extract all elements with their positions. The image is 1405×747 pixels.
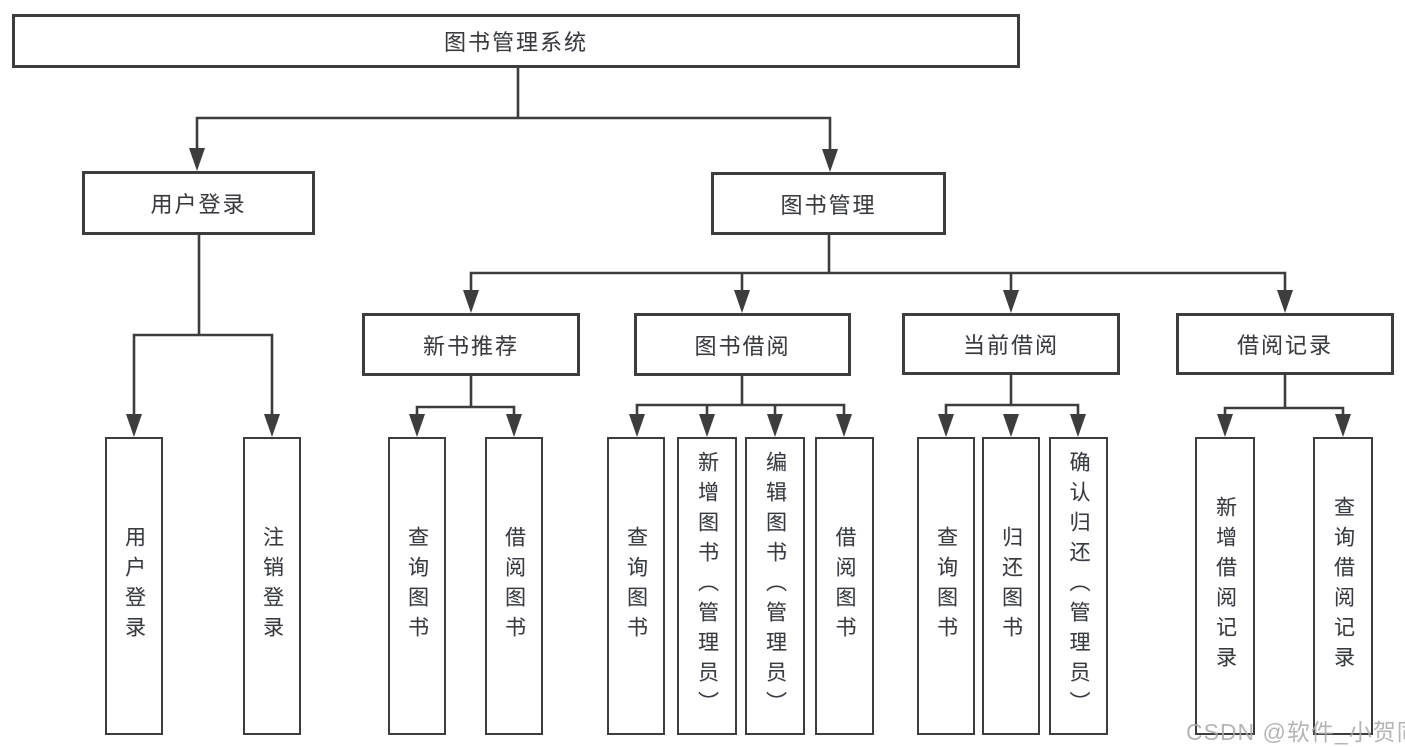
leaf-cb-query-books-label: 查询图书: [934, 526, 958, 646]
leaf-cb-return-books: 归还图书: [982, 437, 1040, 735]
leaf-cb-confirm-return-admin: 确认归还（管理员）: [1049, 437, 1108, 735]
leaf-user-login-label: 用户登录: [122, 526, 146, 646]
leaf-bb-add-books-admin-label: 新增图书（管理员）: [695, 451, 719, 721]
leaf-bb-borrow-books-label: 借阅图书: [833, 526, 856, 646]
node-new-book-recommend-label: 新书推荐: [422, 333, 519, 359]
leaf-cb-confirm-return-admin-label: 确认归还（管理员）: [1067, 451, 1090, 721]
node-user-login: 用户登录: [82, 171, 315, 235]
leaf-nb-query-books-label: 查询图书: [405, 526, 429, 646]
node-current-borrow: 当前借阅: [902, 313, 1120, 375]
leaf-nb-borrow-books-label: 借阅图书: [502, 526, 526, 646]
node-new-book-recommend: 新书推荐: [362, 313, 580, 376]
node-user-login-label: 用户登录: [150, 192, 247, 217]
leaf-bb-query-books-label: 查询图书: [624, 526, 648, 646]
leaf-bb-query-books: 查询图书: [607, 437, 665, 735]
leaf-nb-query-books: 查询图书: [388, 437, 446, 735]
node-root: 图书管理系统: [12, 14, 1020, 68]
node-borrow-records-label: 借阅记录: [1236, 333, 1333, 358]
node-borrow-records: 借阅记录: [1176, 313, 1394, 375]
csdn-watermark: CSDN @软件_小贺同学: [1186, 719, 1405, 745]
leaf-br-query-record-label: 查询借阅记录: [1331, 496, 1355, 676]
leaf-bb-edit-books-admin: 编辑图书（管理员）: [745, 437, 805, 735]
leaf-nb-borrow-books: 借阅图书: [485, 437, 543, 735]
node-current-borrow-label: 当前借阅: [962, 333, 1059, 358]
leaf-bb-borrow-books: 借阅图书: [815, 437, 874, 735]
node-book-borrow: 图书借阅: [634, 313, 851, 376]
leaf-cb-return-books-label: 归还图书: [999, 526, 1023, 646]
leaf-user-login: 用户登录: [105, 437, 163, 735]
leaf-cb-query-books: 查询图书: [917, 437, 975, 735]
leaf-br-add-record-label: 新增借阅记录: [1213, 496, 1237, 676]
node-book-management-label: 图书管理: [780, 192, 877, 218]
leaf-logout-label: 注销登录: [260, 526, 284, 646]
node-root-label: 图书管理系统: [443, 30, 588, 55]
leaf-br-add-record: 新增借阅记录: [1195, 437, 1255, 735]
leaf-bb-edit-books-admin-label: 编辑图书（管理员）: [763, 451, 787, 721]
leaf-bb-add-books-admin: 新增图书（管理员）: [677, 437, 737, 735]
leaf-logout: 注销登录: [243, 437, 301, 735]
node-book-management: 图书管理: [711, 172, 946, 235]
leaf-br-query-record: 查询借阅记录: [1313, 437, 1373, 735]
node-book-borrow-label: 图书借阅: [694, 333, 791, 359]
